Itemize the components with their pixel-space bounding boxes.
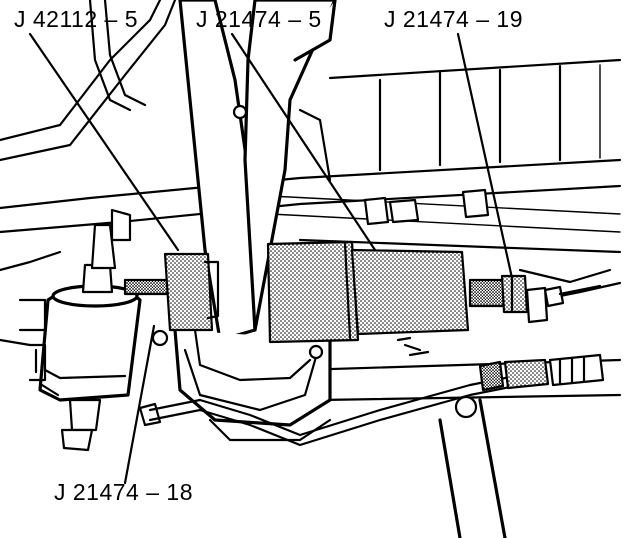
brake-lines bbox=[138, 188, 622, 447]
leader-j21474-19 bbox=[456, 32, 514, 280]
leader-j21474-18 bbox=[123, 324, 156, 485]
bushing-housing bbox=[151, 328, 430, 442]
label-j42112-5: J 42112 – 5 bbox=[14, 6, 138, 32]
leader-j42112-5 bbox=[28, 32, 180, 252]
fuel-filter bbox=[18, 208, 142, 452]
receiver-cup-j42112-5 bbox=[163, 252, 214, 332]
callout-labels: J 42112 – 5 J 21474 – 5 J 21474 – 19 J 2… bbox=[14, 6, 523, 505]
label-j21474-19: J 21474 – 19 bbox=[384, 6, 523, 32]
threaded-rod-left bbox=[123, 278, 172, 296]
service-tool-assembly bbox=[123, 240, 549, 344]
label-j21474-18: J 21474 – 18 bbox=[54, 479, 193, 505]
leader-lines bbox=[28, 32, 514, 485]
label-j21474-5: J 21474 – 5 bbox=[196, 6, 322, 32]
installer-sleeve-j21474-5 bbox=[350, 248, 470, 336]
nut-j21474-19 bbox=[500, 274, 529, 314]
leader-j21474-5 bbox=[230, 32, 377, 252]
installer-body-j21474-5 bbox=[266, 240, 360, 344]
